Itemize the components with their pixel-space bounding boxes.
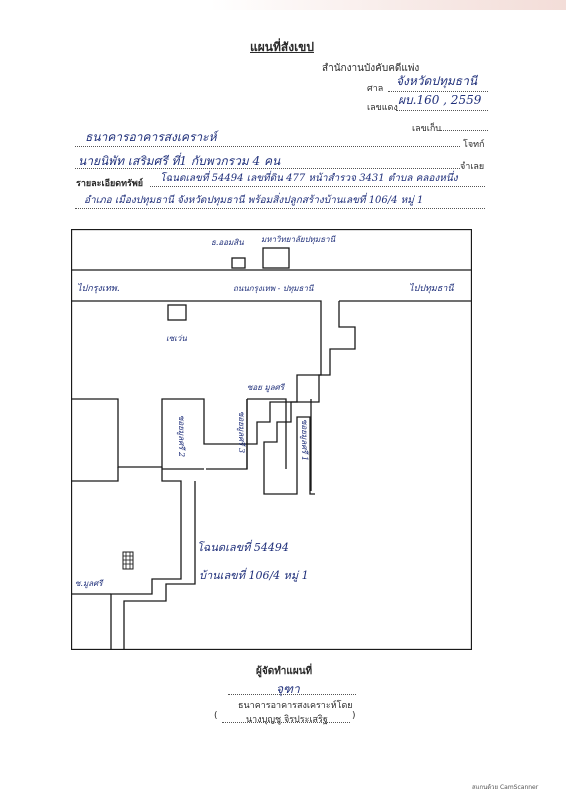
court-value: จังหวัดปทุมธานี xyxy=(396,74,478,88)
plaintiff-value: ธนาคารอาคารสงเคราะห์ xyxy=(85,130,217,144)
court-dotline xyxy=(388,91,488,92)
soi-bottom-outline-right xyxy=(123,481,196,650)
left-road-label: ไปกรุงเทพ. xyxy=(77,282,120,294)
university-building-icon xyxy=(262,247,290,269)
case-value: ผบ.160 , 2559 xyxy=(398,93,482,107)
scan-edge-shading xyxy=(210,0,566,10)
scanner-watermark: สแกนด้วย CamScanner xyxy=(472,784,539,791)
map-frame xyxy=(71,229,472,650)
block-mid-right xyxy=(247,398,287,469)
property-label: รายละเอียดทรัพย์ xyxy=(76,179,144,189)
map-maker-label: ผู้จัดทำแผนที่ xyxy=(256,666,313,677)
office-name: สำนักงานบังคับคดีแพ่ง xyxy=(322,63,420,74)
plaintiff-label: โจทก์ xyxy=(463,140,485,150)
page-title: แผนที่สังเขป xyxy=(250,40,314,54)
soi-mid-label: ซอยมูลศรี 3 xyxy=(236,411,246,453)
receipt-dotline xyxy=(440,130,488,131)
right-road-label: ไปปทุมธานี xyxy=(409,282,455,294)
defendant-value: นายนิพัท เสริมศรี ที่1 กับพวกรวม 4 คน xyxy=(78,154,281,168)
open-paren: ( xyxy=(214,711,218,721)
block-outline-left xyxy=(71,300,322,468)
soi-left-label: ซอยมูลศรี 2 xyxy=(176,415,186,457)
deed-label: โฉนดเลขที่ 54494 xyxy=(197,539,289,554)
property-dotline-1 xyxy=(150,186,485,187)
target-house-icon xyxy=(122,551,134,570)
soi-top-label: ซอย มูลศรี xyxy=(247,383,286,393)
case-dotline xyxy=(396,110,488,111)
bank-building-icon xyxy=(231,257,246,269)
plaintiff-dotline xyxy=(75,146,460,147)
defendant-dotline xyxy=(75,168,460,169)
maker-org: ธนาคารอาคารสงเคราะห์โดย xyxy=(238,701,353,711)
shop-label: เซเว่น xyxy=(166,334,187,343)
property-line-1: โฉนดเลขที่ 54494 เลขที่ดิน 477 หน้าสำรวจ… xyxy=(160,173,458,184)
bank-label: ธ.ออมสิน xyxy=(211,238,244,247)
close-paren: ) xyxy=(352,711,356,721)
soi-bottom-label: ซ.มูลศรี xyxy=(75,579,104,589)
defendant-label: จำเลย xyxy=(460,162,485,172)
shop-building-icon xyxy=(167,304,187,321)
signature-dotline xyxy=(228,694,356,695)
sketch-map: ธ.ออมสิน มหาวิทยาลัยปทุมธานี ไปกรุงเทพ. … xyxy=(71,229,472,650)
receipt-label: เลขเก็บ xyxy=(412,124,441,134)
property-line-2: อำเภอ เมืองปทุมธานี จังหวัดปทุมธานี พร้อ… xyxy=(84,195,424,206)
soi-bottom-outline-left xyxy=(110,467,182,650)
soi-right-outline xyxy=(263,301,356,495)
maker-name: นางบุญชู จิรประเสริฐ xyxy=(246,715,328,725)
house-label: บ้านเลขที่ 106/4 หมู่ 1 xyxy=(199,567,309,582)
main-road-label: ถนนกรุงเทพ - ปทุมธานี xyxy=(233,284,314,294)
court-label: ศาล xyxy=(367,84,384,94)
soi-right-label: ซอยมูลศรี 1 xyxy=(299,419,309,461)
soi-left-outline xyxy=(71,467,119,482)
case-label: เลขแดง xyxy=(367,103,398,113)
name-dotline xyxy=(222,722,350,723)
property-dotline-2 xyxy=(75,208,485,209)
university-label: มหาวิทยาลัยปทุมธานี xyxy=(261,235,336,245)
signature: จุฑา xyxy=(276,682,300,696)
